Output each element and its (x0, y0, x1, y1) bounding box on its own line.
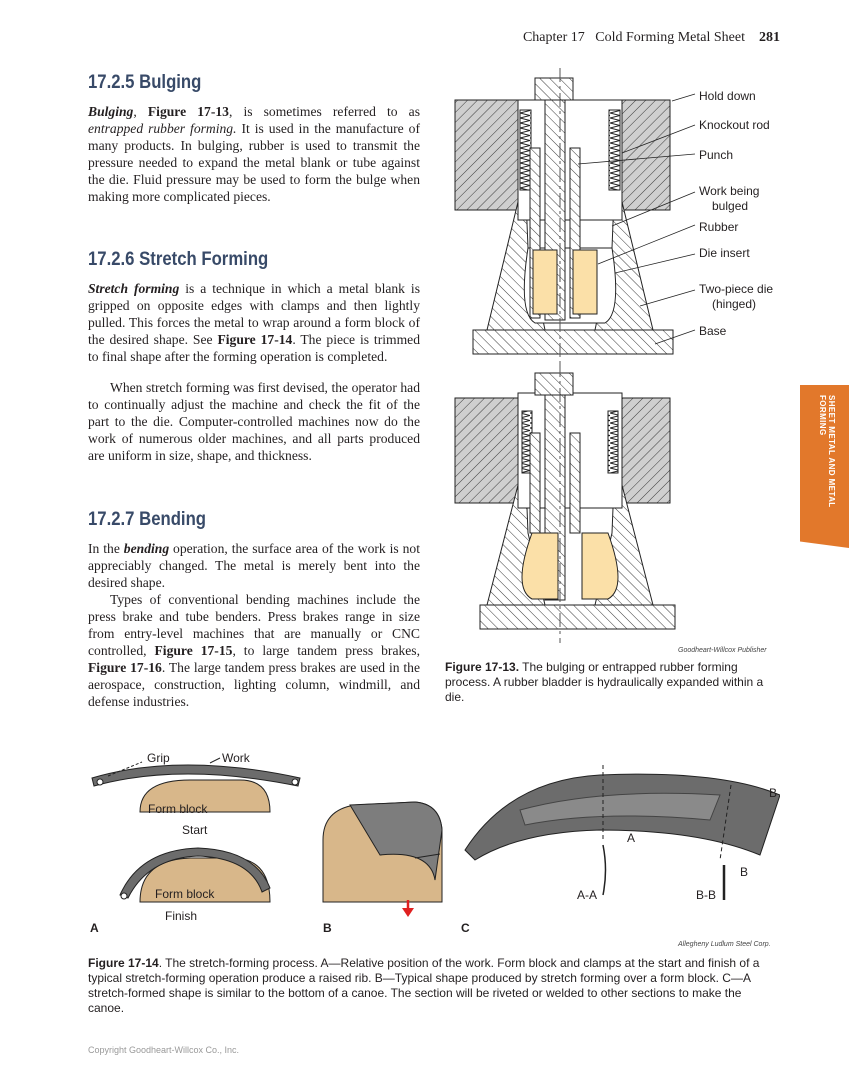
figure-17-13: Hold down Knockout rod Punch Work being … (440, 68, 780, 658)
label-two-piece-die: Two-piece die (699, 282, 773, 296)
caption-text: The bulging or entrapped rubber forming … (445, 660, 764, 704)
text-run: When stretch forming was first devised, … (88, 380, 420, 463)
label-rubber: Rubber (699, 220, 738, 234)
paragraph-bending-1: In the bending operation, the surface ar… (88, 540, 420, 591)
stretch-forming-illustration (91, 757, 781, 917)
label-hold-down: Hold down (699, 89, 756, 103)
text-run: . The large tandem press brakes are used… (88, 660, 420, 709)
label-form-block-finish: Form block (155, 887, 215, 901)
heading-bulging: 17.2.5 Bulging (88, 72, 202, 93)
label-grip: Grip (147, 751, 170, 765)
panel-c-canoe-section (464, 765, 781, 900)
text-run: Types of conventional bending machines i… (88, 592, 420, 658)
text-run: , is sometimes referred to as (228, 104, 421, 119)
paragraph-stretch-2: When stretch forming was first devised, … (88, 379, 420, 464)
figure-17-14: Grip Work Form block Start Form block Fi… (80, 740, 781, 940)
figure-13-credit: Goodheart-Willcox Publisher (678, 647, 767, 654)
panel-letter-c: C (461, 921, 470, 935)
label-form-block-start: Form block (148, 802, 208, 816)
text-run: . The piece is trimmed to final shape af… (88, 332, 420, 364)
heading-stretch-forming: 17.2.6 Stretch Forming (88, 249, 269, 270)
label-finish: Finish (165, 909, 198, 923)
label-section-b-top: B (769, 786, 778, 800)
panel-b-formed-shape (322, 801, 443, 917)
paragraph-bulging: Bulging, Figure 17-13, is sometimes refe… (88, 103, 420, 205)
label-a-a: A-A (577, 888, 598, 902)
label-work-being: Work being (699, 184, 759, 198)
figure-ref: Figure 17-14 (217, 332, 293, 347)
label-work: Work (222, 751, 250, 765)
running-header: Chapter 17 Cold Forming Metal Sheet 281 (470, 30, 780, 46)
die-start-position (454, 68, 674, 364)
chapter-number: Chapter 17 (522, 30, 585, 45)
section-side-tab: SHEET METAL AND METAL FORMING (800, 385, 849, 548)
side-tab-label: SHEET METAL AND METAL FORMING (818, 395, 836, 508)
label-punch: Punch (699, 148, 733, 162)
panel-a-finish (119, 847, 271, 903)
figure-14-caption: Figure 17-14. The stretch-forming proces… (88, 956, 778, 1016)
panel-letter-b: B (323, 921, 332, 935)
figure-13-callouts (577, 93, 696, 345)
text-run: is a technique in which a metal blank is… (88, 281, 420, 347)
term-stretch-forming: Stretch forming (88, 281, 180, 296)
page-number: 281 (759, 30, 780, 45)
term-entrapped: entrapped rubber forming. (88, 121, 237, 136)
text-run: , to large tandem press brakes, (232, 643, 420, 658)
text-run: In the (88, 541, 124, 556)
figure-ref: Figure 17-13 (147, 104, 229, 119)
panel-letter-a: A (90, 921, 99, 935)
figure-ref: Figure 17-15 (154, 643, 233, 658)
label-start: Start (182, 823, 208, 837)
term-bulging: Bulging (88, 104, 134, 119)
caption-number: Figure 17-13. (445, 660, 520, 674)
bulging-die-illustration: Hold down Knockout rod Punch Work being … (454, 68, 773, 643)
text-run: It is used in the manufacture of many pr… (88, 121, 421, 204)
heading-bending: 17.2.7 Bending (88, 509, 207, 530)
paragraph-bending-2: Types of conventional bending machines i… (88, 591, 420, 710)
copyright-footer: Copyright Goodheart-Willcox Co., Inc. (88, 1045, 240, 1055)
term-bending: bending (123, 541, 170, 556)
label-bulged: bulged (712, 199, 748, 213)
chapter-title: Cold Forming Metal Sheet (595, 30, 745, 45)
paragraph-stretch-1: Stretch forming is a technique in which … (88, 280, 420, 365)
label-base: Base (699, 324, 727, 338)
label-hinged: (hinged) (712, 297, 756, 311)
label-b-b: B-B (696, 888, 717, 902)
text-run: operation, the surface area of the work … (88, 541, 420, 590)
figure-ref: Figure 17-16 (88, 660, 162, 675)
text-run: , (133, 104, 148, 119)
figure-13-caption: Figure 17-13. The bulging or entrapped r… (445, 660, 785, 705)
die-finish-position (454, 363, 676, 643)
label-section-a: A (627, 831, 636, 845)
caption-text: . The stretch-forming process. A—Relativ… (88, 956, 760, 1015)
caption-number: Figure 17-14 (88, 956, 159, 970)
label-section-b-bottom: B (740, 865, 749, 879)
figure-14-credit: Allegheny Ludlum Steel Corp. (678, 941, 771, 948)
label-knockout-rod: Knockout rod (699, 118, 770, 132)
figure-13-labels: Hold down Knockout rod Punch Work being … (699, 89, 773, 338)
panel-a-start (91, 757, 301, 813)
label-die-insert: Die insert (699, 246, 750, 260)
